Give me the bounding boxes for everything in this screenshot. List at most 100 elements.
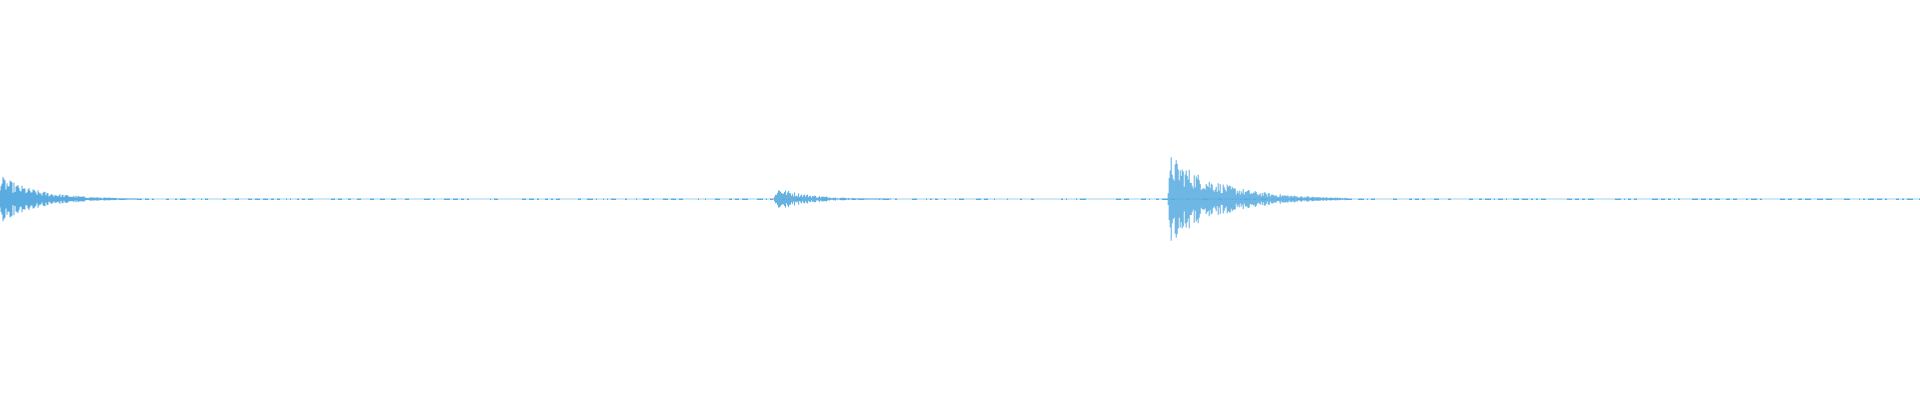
- waveform-noise-dash: [596, 198, 597, 200]
- waveform-noise-dash: [290, 198, 291, 200]
- waveform-noise-dash: [1567, 198, 1572, 200]
- waveform-noise-dash: [1746, 198, 1748, 200]
- waveform-noise-dash: [1859, 198, 1860, 200]
- waveform-noise-dash: [603, 198, 604, 200]
- waveform-noise-dash: [742, 198, 748, 200]
- waveform-noise-dash: [1844, 198, 1850, 200]
- waveform-noise-dash: [453, 198, 458, 200]
- waveform-noise-dash: [263, 198, 268, 200]
- waveform-burst: [773, 190, 892, 208]
- waveform-noise-dash: [467, 198, 469, 200]
- waveform-noise-dash: [955, 198, 956, 200]
- waveform-noise-dash: [959, 198, 964, 200]
- waveform-noise-dash: [1575, 198, 1579, 200]
- waveform-noise-dash: [1434, 198, 1439, 200]
- waveform-noise-dash: [1628, 198, 1631, 200]
- waveform-noise-dash: [757, 198, 763, 200]
- waveform-noise-dash: [1907, 198, 1913, 200]
- waveform-noise-dash: [1674, 198, 1675, 200]
- waveform-noise-dash: [1469, 198, 1473, 200]
- waveform-noise-dash: [145, 198, 149, 200]
- waveform-noise-dash: [380, 198, 385, 200]
- waveform-noise-dash: [1007, 198, 1008, 200]
- waveform-noise-dash: [729, 198, 732, 200]
- waveform-noise-dash: [1513, 198, 1519, 200]
- waveform-noise-dash: [175, 198, 177, 200]
- waveform-noise-dash: [1668, 198, 1671, 200]
- waveform-noise-dash: [1522, 198, 1528, 200]
- waveform-noise-dash: [1733, 198, 1737, 200]
- waveform-noise-dash: [1805, 198, 1811, 200]
- waveform-noise-dash: [1393, 198, 1397, 200]
- waveform-burst: [1166, 157, 1349, 241]
- waveform-noise-dash: [1798, 198, 1802, 200]
- waveform-noise-dash: [994, 198, 995, 200]
- waveform-noise-dash: [1367, 198, 1368, 200]
- waveform-noise-dash: [1678, 198, 1680, 200]
- waveform-noise-dash: [192, 198, 195, 200]
- waveform-noise-dash: [930, 198, 932, 200]
- waveform-noise-dash: [944, 198, 946, 200]
- waveform-noise-dash: [1615, 198, 1621, 200]
- waveform-noise-dash: [235, 198, 239, 200]
- waveform-burst: [0, 176, 138, 222]
- waveform-noise-dash: [1634, 198, 1637, 200]
- waveform-noise-dash: [551, 198, 553, 200]
- waveform-noise-dash: [1531, 198, 1533, 200]
- waveform-noise-dash: [1020, 198, 1022, 200]
- waveform-noise-dash: [1409, 198, 1412, 200]
- waveform-noise-dash: [255, 198, 260, 200]
- waveform-noise-dash: [1479, 198, 1482, 200]
- waveform-noise-dash: [201, 198, 202, 200]
- waveform-noise-dash: [308, 198, 313, 200]
- waveform-noise-dash: [735, 198, 739, 200]
- waveform-noise-dash: [663, 198, 668, 200]
- waveform-noise-dash: [1701, 198, 1706, 200]
- waveform-noise-dash: [1346, 198, 1352, 200]
- waveform-noise-dash: [926, 198, 927, 200]
- waveform-bursts: [0, 157, 1349, 241]
- waveform-noise-dash: [1124, 198, 1129, 200]
- waveform-noise-dash: [976, 198, 981, 200]
- waveform-noise-dash: [705, 198, 706, 200]
- waveform-noise-dash: [587, 198, 593, 200]
- waveform-noise-dash: [1788, 198, 1792, 200]
- waveform-noise-dash: [1149, 198, 1150, 200]
- waveform-noise-dash: [348, 198, 351, 200]
- waveform-noise-dash: [1902, 198, 1904, 200]
- waveform-noise-dash: [490, 198, 491, 200]
- waveform-noise-dash: [766, 198, 767, 200]
- waveform-noise-dash: [223, 198, 226, 200]
- waveform-noise-dash: [1582, 198, 1585, 200]
- waveform-noise-dash: [1061, 198, 1063, 200]
- waveform-noise-dash: [166, 198, 169, 200]
- waveform-noise-dash: [1415, 198, 1419, 200]
- waveform-noise-dash: [625, 198, 627, 200]
- waveform-noise-dash: [537, 198, 539, 200]
- waveform-noise-dash: [935, 198, 938, 200]
- waveform-noise-dash: [1624, 198, 1625, 200]
- waveform-noise-dash: [770, 198, 773, 200]
- waveform-noise-dash: [331, 198, 335, 200]
- waveform-noise-dash: [529, 198, 534, 200]
- waveform-noise-dash: [912, 198, 917, 200]
- waveform-noise-dash: [1080, 198, 1086, 200]
- waveform-noise-dash: [152, 198, 154, 200]
- waveform-noise-dash: [1371, 198, 1375, 200]
- waveform-noise-dash: [1494, 198, 1495, 200]
- waveform-noise-dash: [578, 198, 581, 200]
- waveform-noise-dash: [1885, 198, 1887, 200]
- waveform-noise-dash: [1709, 198, 1712, 200]
- waveform-noise-dash: [1780, 198, 1785, 200]
- waveform-noise-dash: [1422, 198, 1425, 200]
- waveform-noise-dash: [357, 198, 361, 200]
- waveform-noise-dash: [1066, 198, 1067, 200]
- waveform-noise-dash: [137, 198, 142, 200]
- waveform-noise-dash: [1448, 198, 1451, 200]
- waveform-noise-dash: [545, 198, 548, 200]
- waveform-noise-dash: [1541, 198, 1546, 200]
- waveform-noise-dash: [286, 198, 287, 200]
- waveform-noise-dash: [1162, 198, 1168, 200]
- waveform-noise-dash: [984, 198, 988, 200]
